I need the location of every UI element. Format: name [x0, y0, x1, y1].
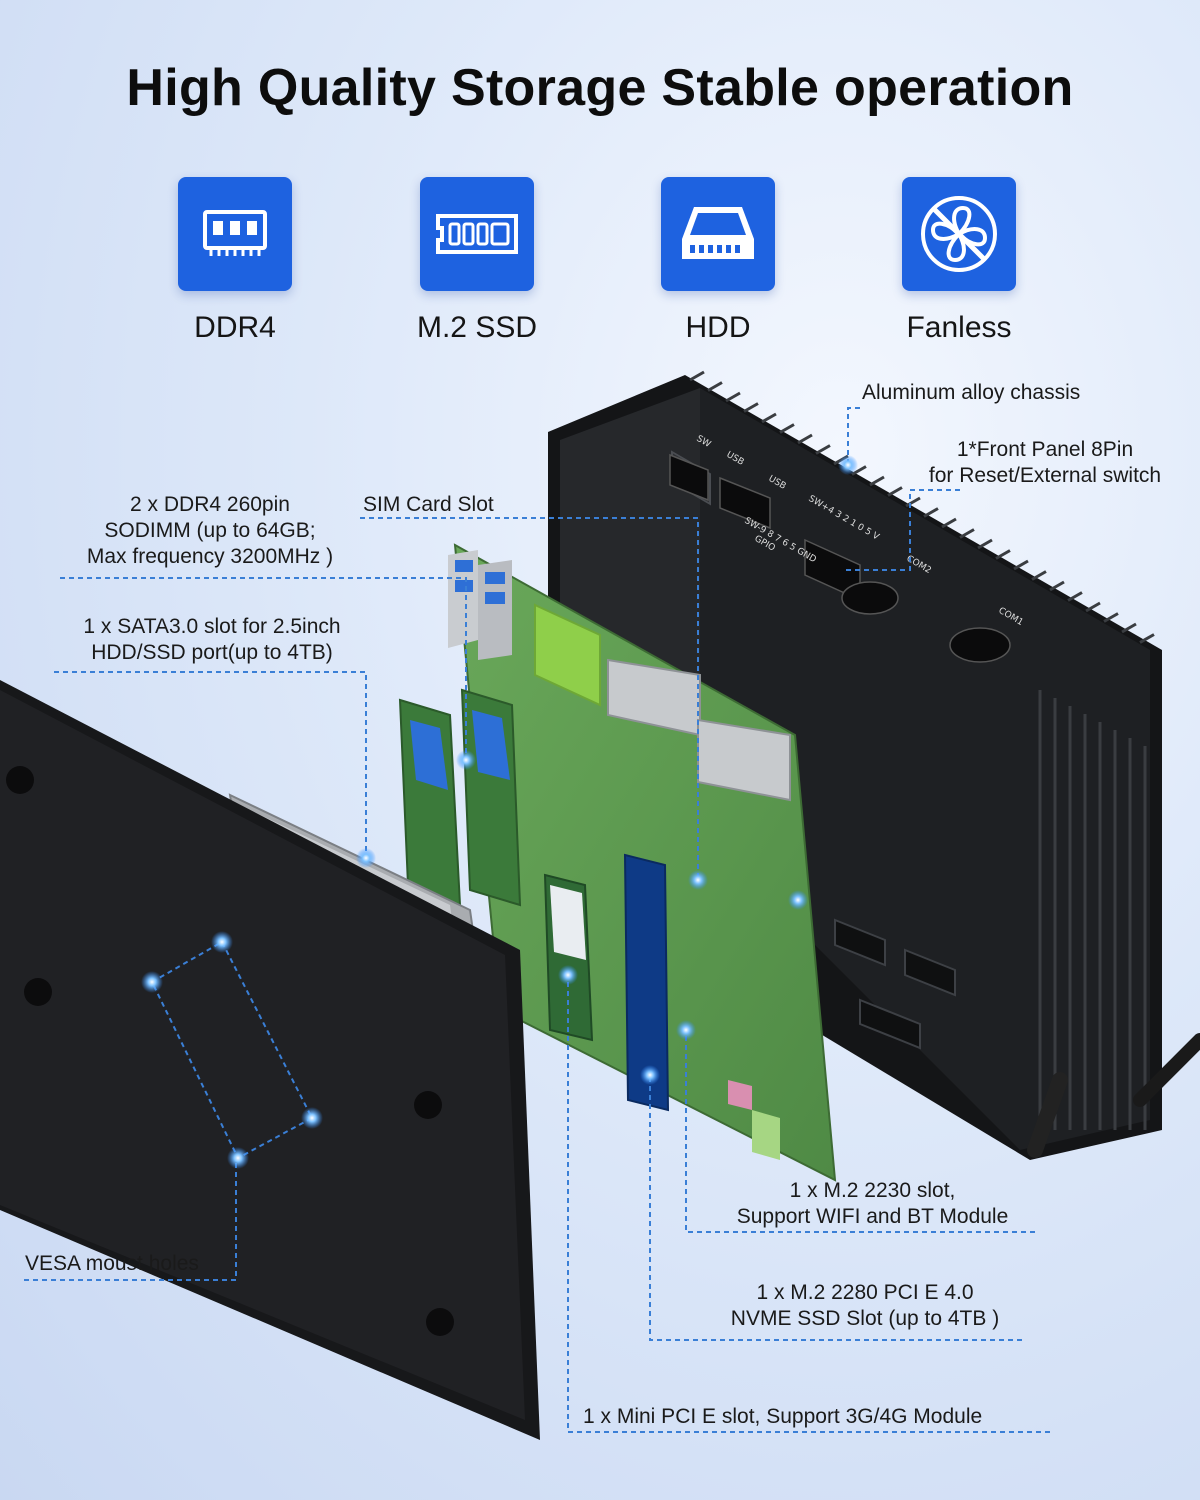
gpio-terminal-block [534, 603, 601, 707]
motherboard [398, 543, 837, 1182]
callout-chassis: Aluminum alloy chassis [862, 381, 1081, 404]
feature-m2-ssd: M.2 SSD [387, 177, 567, 345]
heatsink-fin [995, 549, 1011, 560]
highlight-glows [141, 455, 858, 1169]
callout-vesa: VESA moust holes [25, 1252, 199, 1275]
fanless-icon [902, 177, 1016, 291]
callout-sim-slot: SIM Card Slot [363, 493, 494, 516]
callout-m2-2280: 1 x M.2 2280 PCI E 4.0 NVME SSD Slot (up… [690, 1280, 1040, 1332]
callout-sata: 1 x SATA3.0 slot for 2.5inch HDD/SSD por… [52, 614, 372, 666]
feature-label-hdd: HDD [685, 311, 751, 344]
feature-label-ddr4: DDR4 [194, 311, 276, 344]
heatsink-fin [887, 486, 903, 497]
heatsink-fin [1049, 580, 1065, 592]
heatsink-fin [815, 444, 831, 455]
callout-m2-2230: 1 x M.2 2230 slot, Support WIFI and BT M… [700, 1178, 1045, 1230]
heatsink-fin [959, 528, 975, 539]
callout-sata-line2: HDD/SSD port(up to 4TB) [91, 641, 333, 664]
heatsink-fin [725, 391, 741, 403]
aluminum-chassis: SW USB USB SW+4 3 2 1 0 5 V SW-9 8 7 6 5… [548, 370, 1200, 1160]
heatsink-fin [779, 423, 795, 434]
heatsink-fin [797, 433, 813, 445]
callout-front-panel: 1*Front Panel 8Pin for Reset/External sw… [905, 437, 1185, 489]
callout-m2-2280-line2: NVME SSD Slot (up to 4TB ) [730, 1307, 1000, 1330]
heatsink-fin [1139, 633, 1155, 644]
callout-m2-2230-line2: Support WIFI and BT Module [736, 1205, 1009, 1228]
heatsink-fin [761, 412, 777, 424]
hdd-icon [661, 177, 775, 291]
callout-ddr4-line3: Max frequency 3200MHz ) [86, 545, 334, 568]
heatsink-fin [1031, 570, 1047, 581]
heatsink-fin [977, 538, 993, 550]
feature-fanless: Fanless [869, 177, 1049, 345]
callout-front-panel-line2: for Reset/External switch [928, 464, 1162, 487]
heatsink-fin [743, 402, 759, 413]
heatsink-fin [1013, 559, 1029, 571]
callout-front-panel-line1: 1*Front Panel 8Pin [956, 438, 1134, 461]
callout-leader-lines [24, 407, 1050, 1433]
usb-ports [448, 550, 512, 660]
callout-ddr4: 2 x DDR4 260pin SODIMM (up to 64GB; Max … [60, 492, 360, 570]
heatsink-fin [689, 370, 705, 382]
feature-ddr4: DDR4 [145, 177, 325, 345]
feature-label-fanless: Fanless [906, 311, 1012, 344]
heatsink-fin [1067, 591, 1083, 602]
m2-ssd-icon [420, 177, 534, 291]
callout-m2-2280-line1: 1 x M.2 2280 PCI E 4.0 [756, 1281, 974, 1304]
m2-nvme-ssd [623, 853, 670, 1112]
heatsink-fin [869, 475, 885, 487]
page-title: High Quality Storage Stable operation [126, 59, 1074, 117]
feature-label-m2-ssd: M.2 SSD [416, 311, 538, 344]
heatsink-fin [1085, 601, 1101, 613]
callout-ddr4-line2: SODIMM (up to 64GB; [104, 519, 316, 542]
heatsink-fin [941, 517, 957, 529]
vesa-bottom-plate [0, 680, 540, 1440]
heatsink-fin [707, 381, 723, 392]
com1-connector [697, 718, 791, 802]
heatsink-fin [905, 496, 921, 508]
callout-mini-pcie: 1 x Mini PCI E slot, Support 3G/4G Modul… [583, 1405, 983, 1428]
feature-hdd: HDD [628, 177, 808, 345]
ram-icon [178, 177, 292, 291]
callout-sata-line1: 1 x SATA3.0 slot for 2.5inch [83, 615, 341, 638]
callout-ddr4-line1: 2 x DDR4 260pin [130, 493, 290, 516]
heatsink-fin [851, 465, 867, 476]
heatsink-fin [923, 507, 939, 518]
callout-m2-2230-line1: 1 x M.2 2230 slot, [789, 1179, 956, 1202]
heatsink-fin [1121, 622, 1137, 634]
heatsink-fin [1103, 612, 1119, 623]
